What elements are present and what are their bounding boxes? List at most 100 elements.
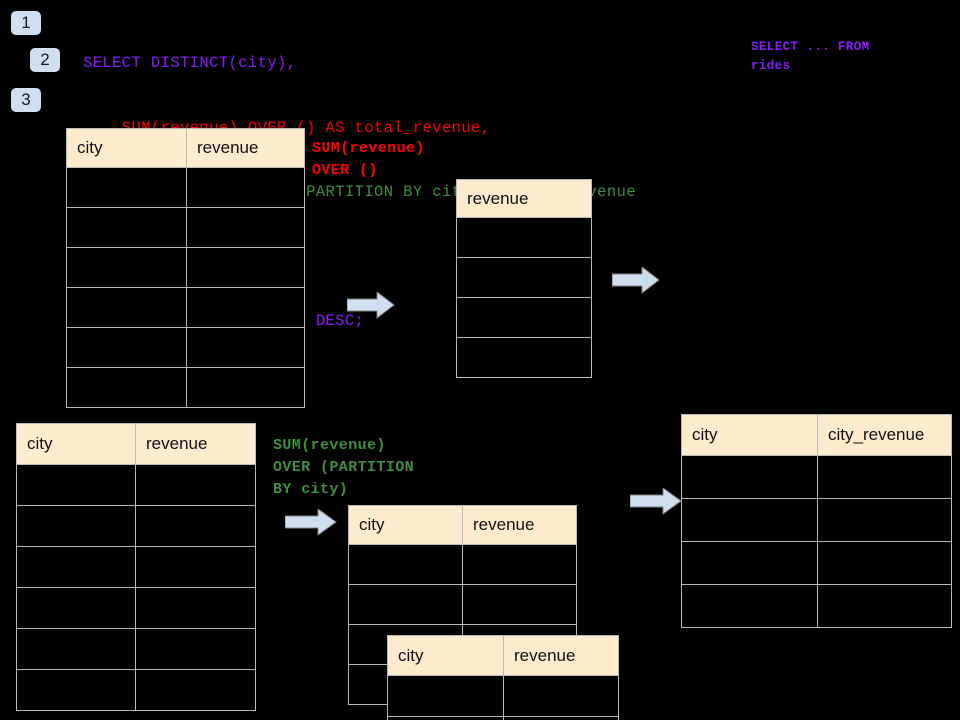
cell-city (16, 546, 136, 588)
annotation-sum-over-empty: SUM(revenue) OVER () (312, 140, 425, 179)
column-header-revenue: revenue (503, 635, 619, 676)
table-header-row: city revenue (387, 635, 619, 676)
table-row (16, 587, 256, 629)
table-header-row: city revenue (348, 505, 577, 545)
partition-group-table-lower: city revenue (387, 635, 619, 720)
arrow-total-to-result-icon (612, 267, 660, 294)
cell-city (16, 505, 136, 547)
cell-city (387, 675, 504, 717)
table-row (387, 716, 619, 720)
table-row (16, 505, 256, 547)
cell-revenue (135, 505, 256, 547)
arrow-partition-to-result-icon (630, 488, 682, 515)
table-row (456, 257, 592, 298)
cell-city (16, 587, 136, 629)
table-row (16, 464, 256, 506)
table-row (16, 628, 256, 670)
cell-city (681, 541, 818, 585)
cell-revenue (503, 675, 619, 717)
table-header-row: city revenue (16, 423, 256, 465)
cell-revenue (186, 167, 305, 208)
column-header-city-revenue: city_revenue (817, 414, 952, 456)
cell-revenue (456, 257, 592, 298)
cell-revenue (135, 464, 256, 506)
cell-revenue (135, 669, 256, 711)
table-header-row: revenue (456, 179, 592, 218)
table-row (681, 584, 952, 628)
arrow-source-to-partition-icon (285, 509, 337, 536)
cell-revenue (462, 584, 577, 625)
table-header-row: city revenue (66, 128, 305, 168)
cell-revenue (186, 247, 305, 288)
cell-city (681, 498, 818, 542)
cell-city (348, 584, 463, 625)
cell-city-revenue (817, 455, 952, 499)
cell-city-revenue (817, 498, 952, 542)
table-row (66, 327, 305, 368)
cell-city (66, 247, 187, 288)
column-header-city: city (66, 128, 187, 168)
column-header-revenue: revenue (186, 128, 305, 168)
cell-city (66, 207, 187, 248)
cell-city (16, 669, 136, 711)
cell-revenue (135, 587, 256, 629)
cell-revenue (503, 716, 619, 720)
cell-city (66, 287, 187, 328)
cell-revenue (186, 367, 305, 408)
arrow-source-to-total-icon (347, 292, 395, 319)
column-header-city: city (681, 414, 818, 456)
cell-city (66, 367, 187, 408)
column-header-city: city (16, 423, 136, 465)
cell-revenue (456, 297, 592, 338)
cell-city (681, 584, 818, 628)
table-row (66, 207, 305, 248)
rides-partition-source-table: city revenue (16, 423, 256, 711)
table-header-row: city city_revenue (681, 414, 952, 456)
total-revenue-table: revenue (456, 179, 592, 378)
table-row (681, 541, 952, 585)
table-row (348, 544, 577, 585)
cell-revenue (135, 546, 256, 588)
cell-city (66, 167, 187, 208)
table-row (66, 367, 305, 408)
column-header-revenue: revenue (462, 505, 577, 545)
annotation-sum-over-partition: SUM(revenue) OVER (PARTITION BY city) (273, 437, 415, 498)
cell-city (348, 544, 463, 585)
cell-revenue (186, 207, 305, 248)
annotation-select-from: SELECT ... FROM rides (751, 40, 870, 73)
cell-city (681, 455, 818, 499)
table-row (16, 669, 256, 711)
table-row (456, 297, 592, 338)
table-row (66, 167, 305, 208)
step-badge-3[interactable]: 3 (11, 88, 41, 112)
step-badge-2[interactable]: 2 (30, 48, 60, 72)
cell-city (16, 464, 136, 506)
cell-city (66, 327, 187, 368)
table-row (681, 455, 952, 499)
table-row (681, 498, 952, 542)
rides-source-table: city revenue (66, 128, 305, 408)
cell-city (387, 716, 504, 720)
table-row (348, 584, 577, 625)
table-row (456, 337, 592, 378)
table-row (456, 217, 592, 258)
column-header-revenue: revenue (456, 179, 592, 218)
cell-revenue (135, 628, 256, 670)
table-row (16, 546, 256, 588)
cell-city-revenue (817, 584, 952, 628)
table-row (66, 287, 305, 328)
step-badge-1[interactable]: 1 (11, 11, 41, 35)
cell-city (16, 628, 136, 670)
cell-revenue (456, 217, 592, 258)
column-header-revenue: revenue (135, 423, 256, 465)
cell-revenue (186, 327, 305, 368)
sql-line-select: SELECT DISTINCT(city), (83, 54, 297, 72)
cell-revenue (186, 287, 305, 328)
column-header-city: city (348, 505, 463, 545)
column-header-city: city (387, 635, 504, 676)
final-result-table: city city_revenue (681, 414, 952, 628)
cell-revenue (456, 337, 592, 378)
cell-city-revenue (817, 541, 952, 585)
table-row (66, 247, 305, 288)
